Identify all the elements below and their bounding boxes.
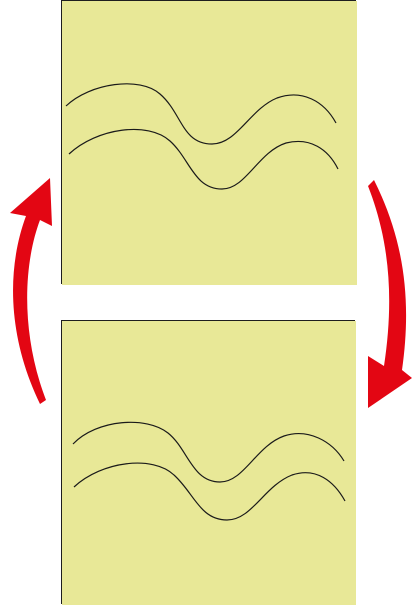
top-wave-upper (65, 83, 337, 145)
top-panel-canvas (62, 1, 357, 285)
bottom-wave-lower (73, 462, 346, 521)
curved-arrow-down-icon (368, 180, 412, 408)
bottom-panel-canvas (62, 321, 356, 605)
top-panel-background (62, 1, 357, 285)
curved-arrow-up-icon (10, 178, 52, 404)
right-arrow (368, 180, 412, 408)
bottom-panel-background (62, 321, 356, 605)
top-wave-lower (68, 128, 339, 190)
bottom-panel (61, 320, 356, 605)
bottom-wave-upper (72, 421, 345, 483)
left-arrow (10, 178, 52, 404)
top-panel (61, 0, 357, 285)
